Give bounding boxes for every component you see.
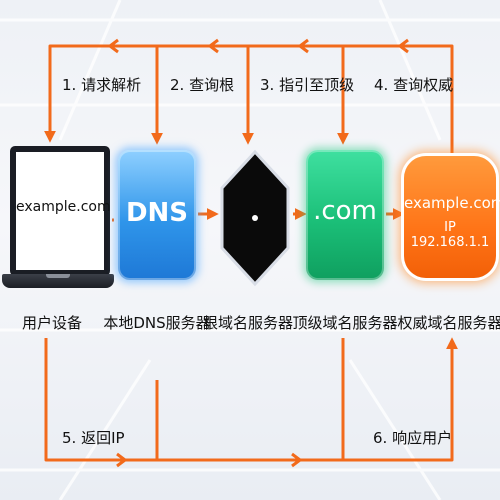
step-3-label: 3. 指引至顶级 [260,76,355,94]
tld-server-label: 顶级域名服务器 [292,314,398,332]
local-dns-text: DNS [125,198,189,228]
local-dns-box: DNS [118,150,196,280]
laptop-notch [46,274,70,278]
laptop-screen-text: example.com [16,199,111,215]
tld-server-text: .com [313,196,377,226]
step-6-label: 6. 响应用户 [373,429,453,447]
auth-server-ip: IP 192.168.1.1 [410,220,490,250]
laptop-base [2,274,114,288]
user-device-label: 用户设备 [21,314,83,332]
root-server-label: 根域名服务器 [202,314,294,332]
root-server-hexagon [220,149,290,287]
step-2-label: 2. 查询根 [170,76,235,94]
step-4-label: 4. 查询权威 [374,76,454,94]
auth-server-label: 权威域名服务器 [397,314,500,332]
auth-server-domain: example.com [404,194,500,212]
root-dot [252,215,258,221]
step-5-label: 5. 返回IP [62,429,125,447]
laptop-icon: example.com [2,146,114,296]
tld-server-box: .com [306,150,384,280]
laptop-screen: example.com [10,146,111,276]
step-1-label: 1. 请求解析 [62,76,142,94]
local-dns-label: 本地DNS服务器 [103,314,211,332]
auth-server-box: example.com IP 192.168.1.1 [404,156,500,278]
